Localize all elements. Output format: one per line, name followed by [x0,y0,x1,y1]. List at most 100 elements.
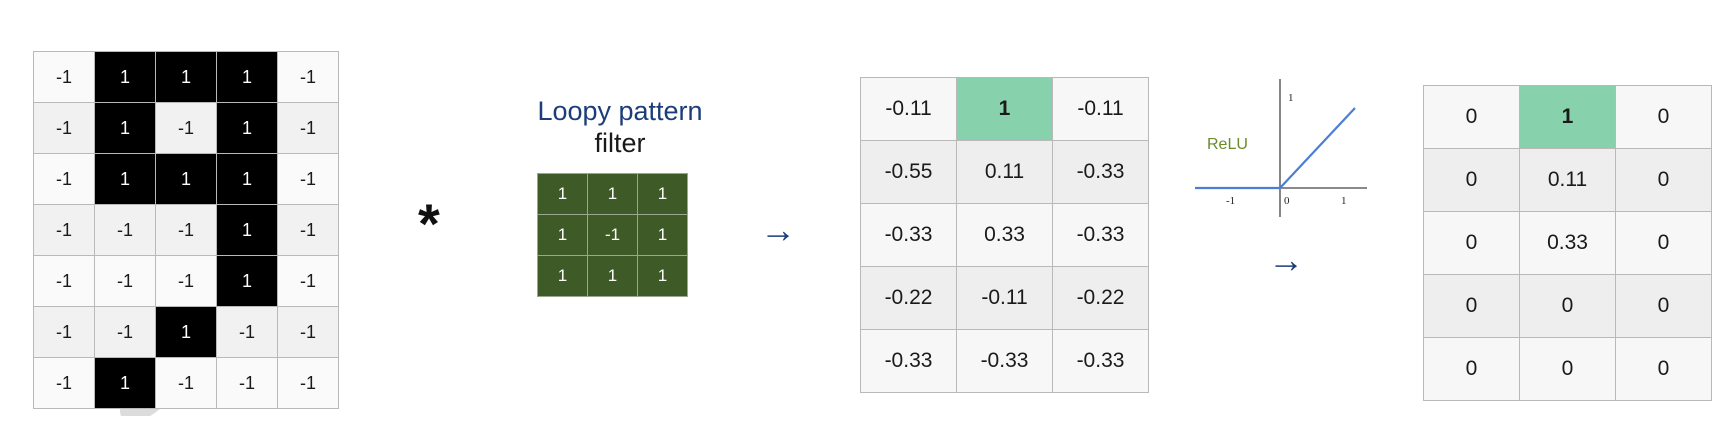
relu-x-tick: -1 [1226,195,1235,207]
feature-row: -0.55 0.11 -0.33 [860,140,1149,204]
input-cell: 1 [155,306,217,358]
feature-row: -0.33 -0.33 -0.33 [860,329,1149,393]
input-cell: 1 [94,51,156,103]
arrow-right-icon: → [760,209,796,250]
input-cell: -1 [94,306,156,358]
input-cell: -1 [33,153,95,205]
filter-row: 1 1 1 [537,173,688,215]
filter-cell: 1 [637,214,688,256]
feature-cell: 0.11 [956,140,1053,204]
feature-cell: -0.33 [1052,329,1149,393]
feature-cell: -0.33 [1052,203,1149,267]
relu-output-row: 0 0.11 0 [1423,148,1712,212]
feature-cell: -0.11 [860,77,957,141]
feature-cell: -0.11 [1052,77,1149,141]
relu-output-cell: 0 [1423,337,1520,401]
relu-output-grid: 0 1 0 0 0.11 0 0 0.33 0 0 0 0 0 0 0 [1423,85,1712,401]
relu-output-cell: 0 [1615,148,1712,212]
relu-y-tick: 1 [1288,92,1294,104]
feature-cell: -0.22 [860,266,957,330]
feature-cell: 1 [956,77,1053,141]
input-row: -1 -1 -1 1 -1 [33,255,339,307]
feature-row: -0.11 1 -0.11 [860,77,1149,141]
input-cell: -1 [155,102,217,154]
input-cell: 1 [216,204,278,256]
feature-cell: -0.33 [860,329,957,393]
input-cell: -1 [33,255,95,307]
filter-kernel-grid: 1 1 1 1 -1 1 1 1 1 [537,173,688,297]
relu-output-cell: 0 [1519,274,1616,338]
input-cell: -1 [94,204,156,256]
feature-cell: -0.22 [1052,266,1149,330]
arrow-right-icon: → [1268,239,1304,280]
relu-output-cell: 0 [1615,274,1712,338]
filter-cell: 1 [637,173,688,215]
relu-output-row: 0 0 0 [1423,337,1712,401]
feature-cell: -0.55 [860,140,957,204]
relu-output-cell: 0.33 [1519,211,1616,275]
input-cell: -1 [216,306,278,358]
convolution-operator: * [418,192,440,255]
filter-row: 1 1 1 [537,255,688,297]
input-cell: -1 [155,204,217,256]
relu-function-plot: ReLU 1 -1 0 1 [1195,79,1367,217]
filter-cell: 1 [587,173,638,215]
feature-cell: -0.33 [1052,140,1149,204]
input-cell: 1 [216,102,278,154]
feature-cell: -0.11 [956,266,1053,330]
relu-output-cell: 0.11 [1519,148,1616,212]
filter-cell: 1 [587,255,638,297]
relu-label: ReLU [1207,136,1248,153]
filter-cell: 1 [537,255,588,297]
input-row: -1 1 1 1 -1 [33,51,339,103]
input-cell: 1 [94,102,156,154]
input-cell: -1 [155,255,217,307]
relu-output-cell: 0 [1615,211,1712,275]
relu-output-row: 0 0.33 0 [1423,211,1712,275]
filter-cell: 1 [537,214,588,256]
relu-output-row: 0 1 0 [1423,85,1712,149]
input-cell: -1 [277,153,339,205]
relu-output-cell: 0 [1615,337,1712,401]
input-cell: -1 [277,357,339,409]
relu-output-cell: 1 [1519,85,1616,149]
input-row: -1 -1 1 -1 -1 [33,306,339,358]
relu-output-cell: 0 [1423,274,1520,338]
relu-output-cell: 0 [1423,85,1520,149]
input-cell: 1 [216,255,278,307]
feature-row: -0.33 0.33 -0.33 [860,203,1149,267]
relu-x-tick: 1 [1341,195,1347,207]
input-row: -1 -1 -1 1 -1 [33,204,339,256]
input-cell: -1 [277,51,339,103]
feature-cell: -0.33 [860,203,957,267]
feature-row: -0.22 -0.11 -0.22 [860,266,1149,330]
relu-output-cell: 0 [1423,148,1520,212]
input-cell: 1 [216,51,278,103]
input-cell: -1 [33,204,95,256]
input-image-grid: -1 1 1 1 -1 -1 1 -1 1 -1 -1 1 1 1 -1 -1 … [33,51,339,409]
filter-row: 1 -1 1 [537,214,688,256]
filter-cell: 1 [637,255,688,297]
relu-output-cell: 0 [1519,337,1616,401]
input-row: -1 1 -1 -1 -1 [33,357,339,409]
input-cell: -1 [33,306,95,358]
filter-cell: -1 [587,214,638,256]
relu-curve [1195,107,1356,190]
filter-title: Loopy pattern [537,96,703,126]
relu-x-tick: 0 [1284,195,1290,207]
relu-output-cell: 0 [1423,211,1520,275]
input-cell: -1 [277,102,339,154]
input-cell: -1 [94,255,156,307]
input-cell: -1 [277,204,339,256]
filter-cell: 1 [537,173,588,215]
input-cell: 1 [155,153,217,205]
input-cell: 1 [155,51,217,103]
input-cell: -1 [33,357,95,409]
input-cell: -1 [277,306,339,358]
input-cell: 1 [94,153,156,205]
input-cell: -1 [277,255,339,307]
feature-map-grid: -0.11 1 -0.11 -0.55 0.11 -0.33 -0.33 0.3… [860,77,1149,393]
feature-cell: 0.33 [956,203,1053,267]
input-row: -1 1 -1 1 -1 [33,102,339,154]
input-cell: -1 [216,357,278,409]
